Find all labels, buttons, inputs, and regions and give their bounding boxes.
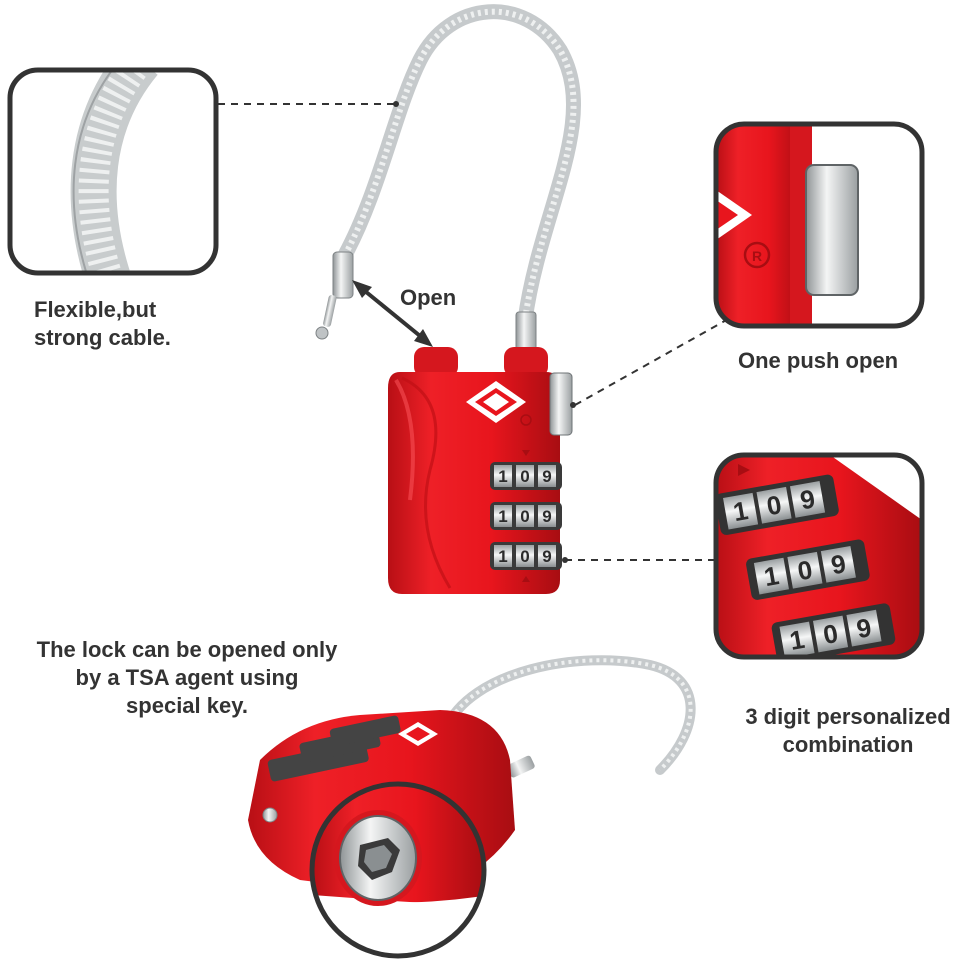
zoom-dial-digit: 9 bbox=[854, 612, 873, 644]
zoom-dial-digit: 9 bbox=[829, 548, 848, 580]
tsa-diamond-logo-icon bbox=[466, 381, 526, 423]
lock-body bbox=[388, 372, 560, 594]
push-button bbox=[549, 372, 573, 436]
cable-plug bbox=[315, 251, 354, 340]
dial-digit: 9 bbox=[542, 547, 551, 566]
open-label: Open bbox=[400, 284, 456, 312]
combination-caption-line-1: 3 digit personalized bbox=[745, 704, 951, 729]
tsa-caption-line-1: The lock can be opened only bbox=[36, 637, 338, 662]
open-label-text: Open bbox=[400, 285, 457, 310]
tsa-caption-line-3: special key. bbox=[126, 693, 248, 718]
dial-digit: 1 bbox=[498, 467, 507, 486]
zoom-push-button: R bbox=[713, 121, 925, 329]
zoom-keyhole bbox=[309, 781, 487, 959]
keyhole-icon bbox=[358, 838, 400, 880]
zoom-dial-digit: 0 bbox=[764, 489, 783, 521]
steel-cable bbox=[337, 4, 581, 328]
open-arrow bbox=[352, 280, 433, 347]
zoom-dial-digit: 1 bbox=[787, 624, 806, 656]
cable-caption-line-2: strong cable. bbox=[34, 325, 171, 350]
zoom-dials: 1 0 9 1 0 9 1 0 9 bbox=[713, 452, 925, 660]
combination-dials: 1 0 9 1 0 9 1 0 9 bbox=[490, 450, 562, 582]
push-caption: One push open bbox=[738, 347, 898, 375]
cable-lock-main: 1 0 9 1 0 9 1 0 9 bbox=[315, 4, 581, 594]
callout-lines bbox=[218, 103, 731, 561]
combination-caption: 3 digit personalized combination bbox=[732, 703, 964, 759]
zoom-dial-digit: 1 bbox=[762, 560, 781, 592]
tsa-caption: The lock can be opened only by a TSA age… bbox=[8, 636, 366, 720]
dial-digit: 1 bbox=[498, 507, 507, 526]
registered-mark-icon bbox=[520, 414, 532, 426]
dial-digit: 0 bbox=[520, 547, 529, 566]
dial-digit: 1 bbox=[498, 547, 507, 566]
zoom-dial-digit: 1 bbox=[731, 495, 750, 527]
zoom-cable bbox=[7, 67, 219, 276]
dial-digit: 0 bbox=[520, 467, 529, 486]
zoom-dial-digit: 0 bbox=[795, 554, 814, 586]
cable-caption: Flexible,but strong cable. bbox=[34, 296, 171, 352]
combination-caption-line-2: combination bbox=[782, 732, 914, 757]
svg-text:R: R bbox=[752, 248, 762, 264]
dial-digit: 9 bbox=[542, 507, 551, 526]
push-caption-text: One push open bbox=[738, 348, 899, 373]
zoom-dial-digit: 9 bbox=[798, 483, 817, 515]
dial-digit: 9 bbox=[542, 467, 551, 486]
cable-caption-line-1: Flexible,but bbox=[34, 297, 157, 322]
zoom-dial-digit: 0 bbox=[821, 618, 840, 650]
tsa-caption-line-2: by a TSA agent using bbox=[75, 665, 299, 690]
dial-digit: 0 bbox=[520, 507, 529, 526]
